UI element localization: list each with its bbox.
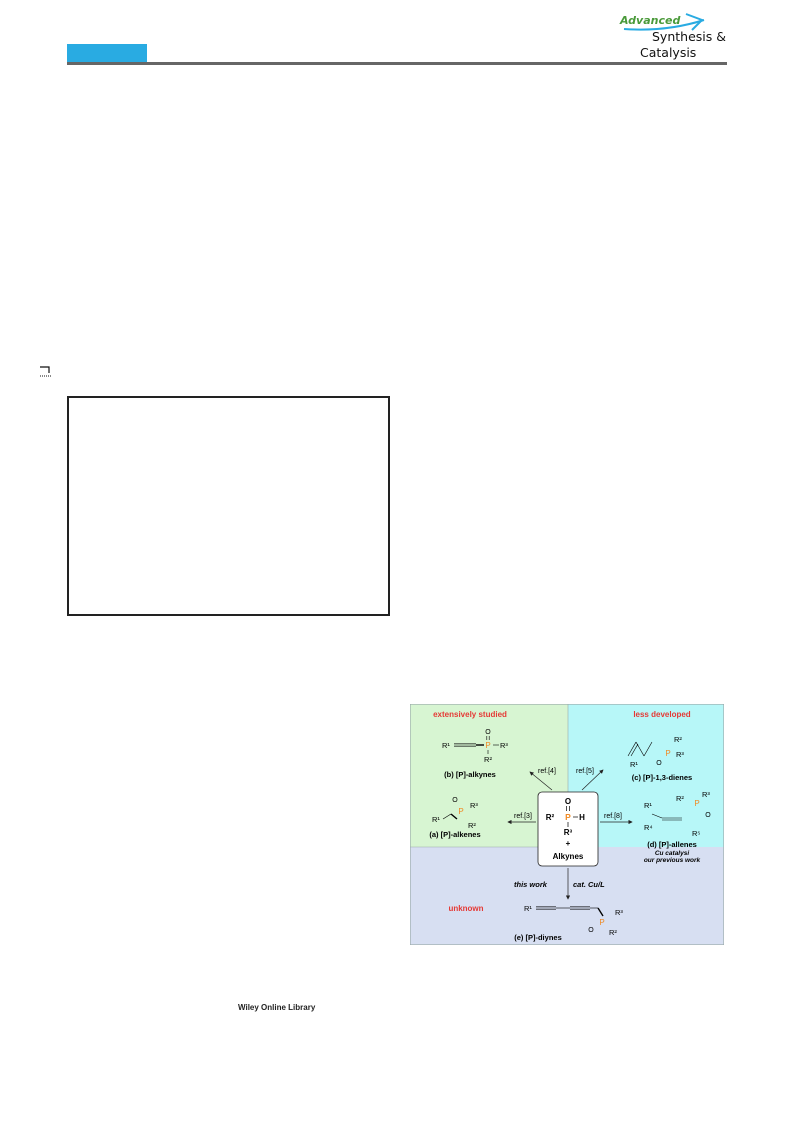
label-catalyst: cat. Cu/L [573,880,605,889]
product-a-label: (a) [P]-alkenes [429,830,480,839]
svg-text:P: P [485,741,490,750]
ref-3: ref.[3] [514,813,532,820]
svg-text:O: O [452,797,458,804]
svg-text:R²: R² [676,794,684,803]
svg-text:R³: R³ [702,790,710,799]
reagent-box [537,791,599,867]
svg-text:R⁴: R⁴ [644,823,653,832]
svg-text:R²: R² [609,928,617,937]
svg-text:R¹: R¹ [630,760,638,769]
product-b-label: (b) [P]-alkynes [444,770,496,779]
structure-p-diynes: R¹ P R³ O R² [524,904,623,937]
reagent-hydrogen: H [579,813,585,822]
svg-text:P: P [665,749,670,758]
svg-text:R¹: R¹ [442,741,450,750]
svg-text:R⁵: R⁵ [692,829,701,838]
logo-synthesis: Synthesis & [652,29,726,44]
journal-header-tab [67,44,147,63]
reagent-alkynes: Alkynes [553,852,584,861]
svg-text:R³: R³ [615,908,623,917]
svg-text:R¹: R¹ [644,801,652,810]
svg-text:P: P [458,807,463,816]
svg-text:R³: R³ [470,801,478,810]
journal-logo: Advanced Synthesis & Catalysis [616,12,736,64]
product-e-label: (e) [P]-diynes [514,933,562,942]
graphical-abstract-frame [67,396,390,616]
header-rule [67,62,727,65]
reagent-r3: R³ [564,828,573,837]
ref-4: ref.[4] [538,768,556,775]
logo-arrow-icon [623,13,705,31]
svg-text:R²: R² [484,755,492,764]
label-extensively-studied: extensively studied [433,710,507,719]
svg-text:O: O [656,760,662,767]
svg-text:R¹: R¹ [432,815,440,824]
product-c-label: (c) [P]-1,3-dienes [632,773,692,782]
ref-8: ref.[8] [604,813,622,820]
svg-text:R²: R² [674,735,682,744]
structure-p-dienes: R¹ P R² R³ O [627,735,684,769]
product-d-note-1: Cu catalysi [655,850,690,857]
structure-p-alkynes: R¹ P O R³ R² [442,729,508,764]
svg-text:R¹: R¹ [524,904,532,913]
reagent-oxygen: O [565,797,571,806]
product-d-label: (d) [P]-allenes [647,840,697,849]
svg-text:P: P [694,799,699,808]
label-this-work: this work [514,880,548,889]
logo-advanced: Advanced [620,14,681,27]
svg-text:O: O [705,812,711,819]
reagent-r2: R² [546,813,555,822]
ref-5: ref.[5] [576,768,594,775]
label-unknown: unknown [448,904,483,913]
arrow-to-alkynes [529,771,553,791]
svg-text:R³: R³ [676,750,684,759]
product-d-note-2: our previous work [644,857,701,864]
arrow-to-dienes [581,769,604,791]
svg-text:P: P [599,918,604,927]
label-less-developed: less developed [633,710,690,719]
svg-text:O: O [485,729,491,736]
logo-catalysis: Catalysis [640,45,697,60]
reagent-plus: + [566,839,571,848]
margin-marker-icon [40,366,51,377]
reagent-phosphorus: P [565,812,571,822]
svg-text:R²: R² [468,821,476,830]
footer-wiley-online-library[interactable]: Wiley Online Library [238,1003,316,1012]
svg-text:R³: R³ [500,741,508,750]
reaction-scheme-figure: extensively studied less developed unkno… [410,704,724,945]
structure-p-allenes: R¹ R⁴ R² R³ P O R⁵ [644,790,711,838]
svg-text:O: O [588,927,594,934]
structure-p-alkenes: R¹ P O R³ R² [432,797,478,830]
